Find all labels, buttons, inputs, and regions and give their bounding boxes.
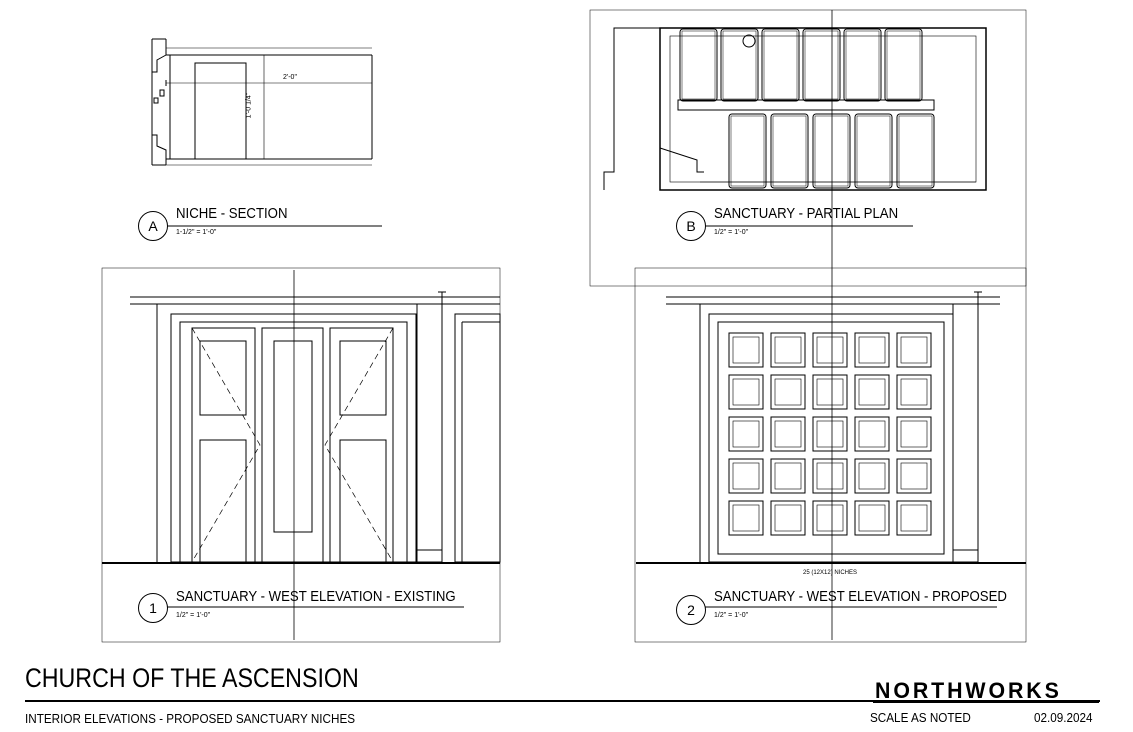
niche-inner-panel (858, 504, 886, 532)
dimension-width: 2'-0" (283, 74, 297, 81)
view-1-bubble: 1 (138, 593, 168, 623)
niche-inner-panel (816, 420, 844, 448)
view-1-title: SANCTUARY - WEST ELEVATION - EXISTING (176, 588, 456, 605)
niche-inner-panel (858, 378, 886, 406)
view-2-bubble: 2 (676, 595, 706, 625)
niche-inner-panel (732, 420, 760, 448)
firm-logo: NORTHWORKS (875, 678, 1062, 703)
niche (854, 416, 890, 452)
scale-note: SCALE AS NOTED (870, 710, 971, 725)
niche-section-drawing (151, 38, 382, 227)
niche (728, 500, 764, 536)
niche-inner-panel (732, 462, 760, 490)
view-b-title: SANCTUARY - PARTIAL PLAN (714, 205, 899, 222)
niche (896, 374, 932, 410)
niche-inner-panel (900, 504, 928, 532)
view-1-scale: 1/2" = 1'-0" (176, 612, 211, 619)
niche (770, 332, 806, 368)
niche-inner-panel (816, 378, 844, 406)
niche (896, 332, 932, 368)
niche (728, 458, 764, 494)
niche (812, 500, 848, 536)
niche (770, 500, 806, 536)
logo-underline (873, 701, 1099, 703)
partial-plan-drawing (589, 9, 1027, 287)
niche-inner-panel (732, 504, 760, 532)
niche (854, 458, 890, 494)
niche-inner-panel (774, 336, 802, 364)
niche-inner-panel (774, 462, 802, 490)
niche (812, 332, 848, 368)
niche-inner-panel (816, 504, 844, 532)
sheet-date: 02.09.2024 (1034, 710, 1093, 725)
niche-inner-panel (900, 462, 928, 490)
niche-inner-panel (732, 336, 760, 364)
niche-inner-panel (858, 420, 886, 448)
sheet-subtitle: INTERIOR ELEVATIONS - PROPOSED SANCTUARY… (25, 711, 356, 726)
niche (770, 416, 806, 452)
niche-inner-panel (900, 378, 928, 406)
niche (896, 458, 932, 494)
view-a-scale: 1-1/2" = 1'-0" (176, 229, 217, 236)
niche-inner-panel (858, 336, 886, 364)
niche-inner-panel (774, 378, 802, 406)
niche-inner-panel (774, 504, 802, 532)
niche (728, 416, 764, 452)
view-2-scale: 1/2" = 1'-0" (714, 612, 749, 619)
title-rule (25, 700, 1100, 702)
niche (812, 416, 848, 452)
view-2-title: SANCTUARY - WEST ELEVATION - PROPOSED (714, 588, 1007, 605)
existing-elevation-drawing (101, 267, 501, 643)
project-title: CHURCH OF THE ASCENSION (25, 663, 359, 693)
niche (854, 500, 890, 536)
niche-inner-panel (774, 420, 802, 448)
niche (728, 374, 764, 410)
niche (812, 374, 848, 410)
niche-inner-panel (900, 336, 928, 364)
dimension-height: 1'-0 1/4" (245, 92, 253, 119)
view-b-bubble: B (676, 211, 706, 241)
view-b-scale: 1/2" = 1'-0" (714, 229, 749, 236)
niche (854, 374, 890, 410)
view-a-title: NICHE - SECTION (176, 205, 288, 222)
niche (728, 332, 764, 368)
niche-inner-panel (900, 420, 928, 448)
niche (812, 458, 848, 494)
niche-grid (728, 332, 932, 536)
niche-inner-panel (732, 378, 760, 406)
niche (770, 458, 806, 494)
niche-inner-panel (816, 336, 844, 364)
niche (896, 500, 932, 536)
proposed-elevation-drawing (634, 267, 1027, 643)
niche (854, 332, 890, 368)
niche (896, 416, 932, 452)
niche (770, 374, 806, 410)
niche-count-note: 25 (12X12) NICHES (803, 570, 858, 576)
niche-inner-panel (858, 462, 886, 490)
niche-inner-panel (816, 462, 844, 490)
view-a-bubble: A (138, 211, 168, 241)
